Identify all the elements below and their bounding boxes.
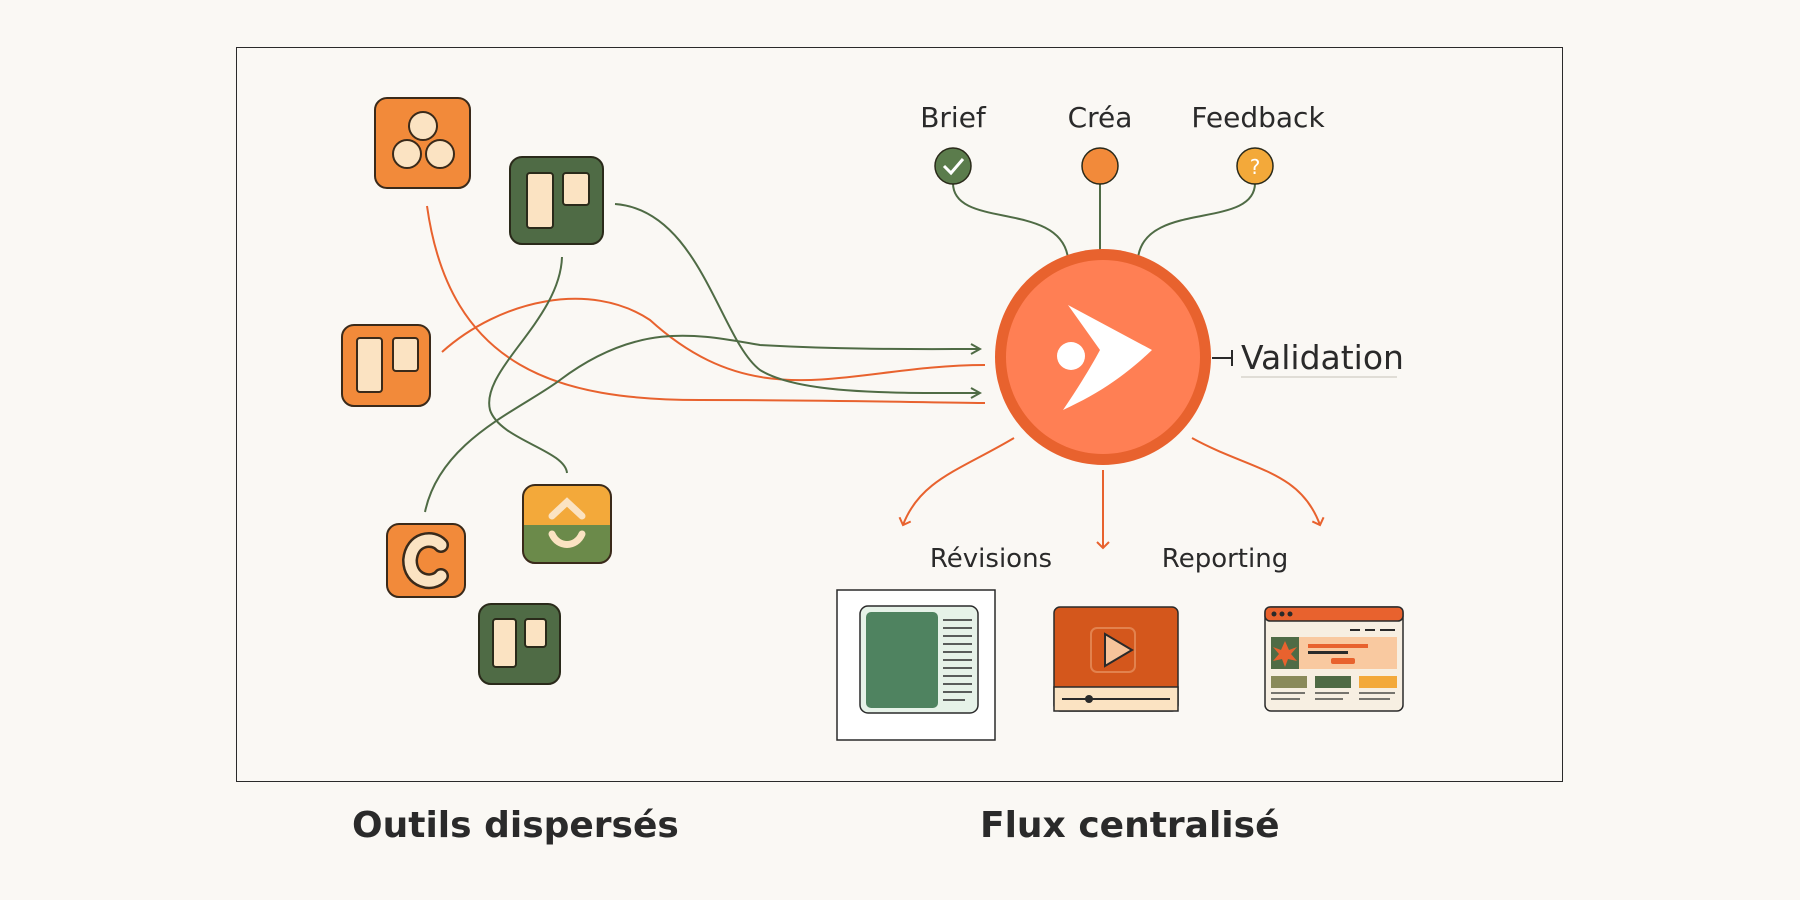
connection-curve	[614, 203, 980, 393]
reporting-label: Reporting	[1162, 544, 1288, 574]
right-caption: Flux centralisé	[980, 805, 1280, 846]
validation-label: Validation	[1241, 338, 1404, 377]
chevron-app-icon[interactable]	[522, 484, 612, 564]
question-icon: ?	[1250, 155, 1261, 179]
kanban-app-icon[interactable]	[341, 324, 431, 407]
crea-label: Créa	[1068, 101, 1133, 134]
video-thumbnail[interactable]	[1053, 606, 1179, 712]
kanban-app-icon[interactable]	[509, 156, 604, 245]
connection-curve	[426, 205, 986, 404]
connection-curve	[441, 297, 986, 381]
left-caption: Outils dispersés	[352, 805, 679, 846]
c-app-icon[interactable]	[386, 523, 466, 598]
circles-app-icon[interactable]	[374, 97, 471, 189]
document-thumbnail[interactable]	[836, 589, 996, 741]
brief-node: Brief	[920, 101, 987, 185]
play-arrow-logo-icon[interactable]	[995, 249, 1211, 465]
brief-label: Brief	[920, 101, 987, 134]
step-connectors	[952, 182, 1256, 259]
connection-curve	[488, 256, 568, 474]
feedback-node: ? Feedback	[1191, 101, 1325, 185]
output-arrows	[898, 437, 1325, 550]
webpage-thumbnail[interactable]	[1264, 606, 1404, 712]
revisions-label: Révisions	[930, 544, 1052, 574]
play-icon	[1104, 632, 1134, 668]
crea-node: Créa	[1068, 101, 1133, 185]
tool-connections	[424, 203, 986, 513]
connection-curve	[424, 334, 980, 513]
validation-arrow	[1212, 350, 1233, 366]
feedback-label: Feedback	[1191, 101, 1325, 134]
check-icon	[942, 158, 965, 176]
kanban-app-icon[interactable]	[478, 603, 561, 685]
diagram-frame	[236, 47, 1563, 782]
